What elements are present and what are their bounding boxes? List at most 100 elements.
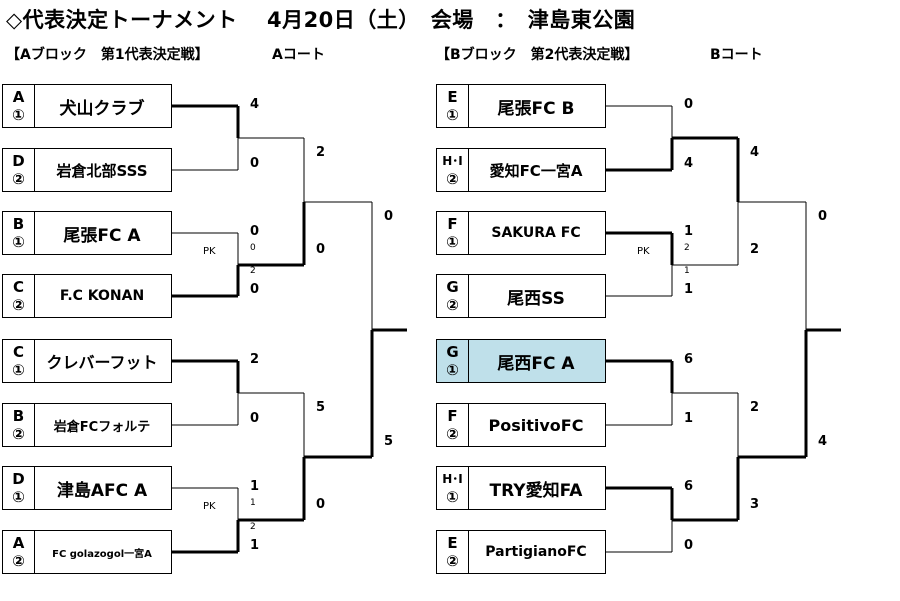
pk-label: PK — [203, 501, 216, 512]
match-score: 4 — [250, 97, 260, 112]
match-score: 0 — [250, 156, 260, 171]
match-score: 3 — [750, 497, 760, 512]
match-score: 2 — [316, 145, 326, 160]
team-name: TRY愛知FA — [489, 480, 583, 501]
match-score: 1 — [684, 224, 694, 239]
match-score: 0 — [316, 242, 326, 257]
seed-group: H･I — [442, 472, 463, 486]
seed-rank: ① — [12, 361, 25, 379]
match-score: 0 — [684, 97, 694, 112]
match-score: 1 — [684, 411, 694, 426]
match-score: 0 — [250, 411, 260, 426]
seed-rank: ① — [446, 488, 459, 506]
pk-score: 2 — [684, 243, 690, 253]
seed-rank: ② — [446, 170, 459, 188]
seed-rank: ② — [446, 552, 459, 570]
match-score: 0 — [250, 224, 260, 239]
seed-group: B — [12, 407, 25, 425]
match-score: 0 — [818, 209, 828, 224]
seed-rank: ② — [12, 552, 25, 570]
match-score: 0 — [250, 282, 260, 297]
match-score: 0 — [316, 497, 326, 512]
block-a-court: Aコート — [272, 47, 325, 63]
page-title: ◇代表決定トーナメント 4月20日（土） 会場 ： 津島東公園 — [6, 8, 636, 32]
team-name: 愛知FC一宮A — [489, 161, 583, 180]
team-name: 尾西SS — [507, 288, 565, 309]
seed-rank: ② — [12, 425, 25, 443]
seed-group: C — [12, 278, 24, 296]
pk-score: 2 — [250, 266, 256, 276]
seed-group: D — [12, 470, 25, 488]
seed-rank: ① — [446, 233, 459, 251]
team-name: FC golazogol一宮A — [52, 548, 152, 560]
seed-rank: ② — [446, 425, 459, 443]
match-score: 2 — [750, 400, 760, 415]
seed-group: H･I — [442, 154, 463, 168]
block-b-court: Bコート — [710, 47, 763, 63]
match-score: 4 — [684, 156, 694, 171]
seed-group: C — [12, 343, 24, 361]
seed-group: A — [12, 88, 25, 106]
match-score: 2 — [250, 352, 260, 367]
match-score: 4 — [818, 434, 828, 449]
team-name: 尾西FC A — [497, 353, 575, 374]
block-a-heading: 【Aブロック 第1代表決定戦】 — [6, 47, 209, 63]
team-name: SAKURA FC — [491, 225, 581, 241]
seed-group: G — [446, 278, 459, 296]
pk-score: 0 — [250, 243, 256, 253]
pk-score: 2 — [250, 522, 256, 532]
team-name: 犬山クラブ — [59, 98, 145, 119]
pk-label: PK — [637, 246, 650, 257]
seed-rank: ① — [12, 106, 25, 124]
team-name: F.C KONAN — [59, 288, 145, 304]
seed-rank: ② — [12, 170, 25, 188]
match-score: 0 — [684, 538, 694, 553]
match-score: 5 — [316, 400, 326, 415]
match-score: 6 — [684, 479, 694, 494]
seed-group: E — [447, 534, 458, 552]
team-name: 岩倉北部SSS — [56, 161, 148, 180]
team-name: 尾張FC B — [497, 98, 575, 119]
seed-group: D — [12, 152, 25, 170]
team-name: PositivoFC — [488, 415, 584, 435]
match-score: 0 — [384, 209, 394, 224]
seed-group: E — [447, 88, 458, 106]
seed-group: F — [447, 215, 458, 233]
team-seed: H･I ② — [437, 149, 469, 191]
seed-group: G — [446, 343, 459, 361]
team-entry: H･I ② 愛知FC一宮A — [436, 148, 606, 192]
pk-score: 1 — [250, 498, 256, 508]
match-score: 6 — [684, 352, 694, 367]
seed-rank: ① — [12, 488, 25, 506]
seed-rank: ① — [12, 233, 25, 251]
seed-group: A — [12, 534, 25, 552]
match-score: 1 — [250, 479, 260, 494]
team-name: PartigianoFC — [485, 544, 587, 560]
seed-rank: ② — [446, 296, 459, 314]
block-b-heading: 【Bブロック 第2代表決定戦】 — [436, 47, 639, 63]
match-score: 2 — [750, 242, 760, 257]
team-name: 岩倉FCフォルテ — [53, 419, 151, 435]
pk-score: 1 — [684, 266, 690, 276]
match-score: 1 — [250, 538, 260, 553]
